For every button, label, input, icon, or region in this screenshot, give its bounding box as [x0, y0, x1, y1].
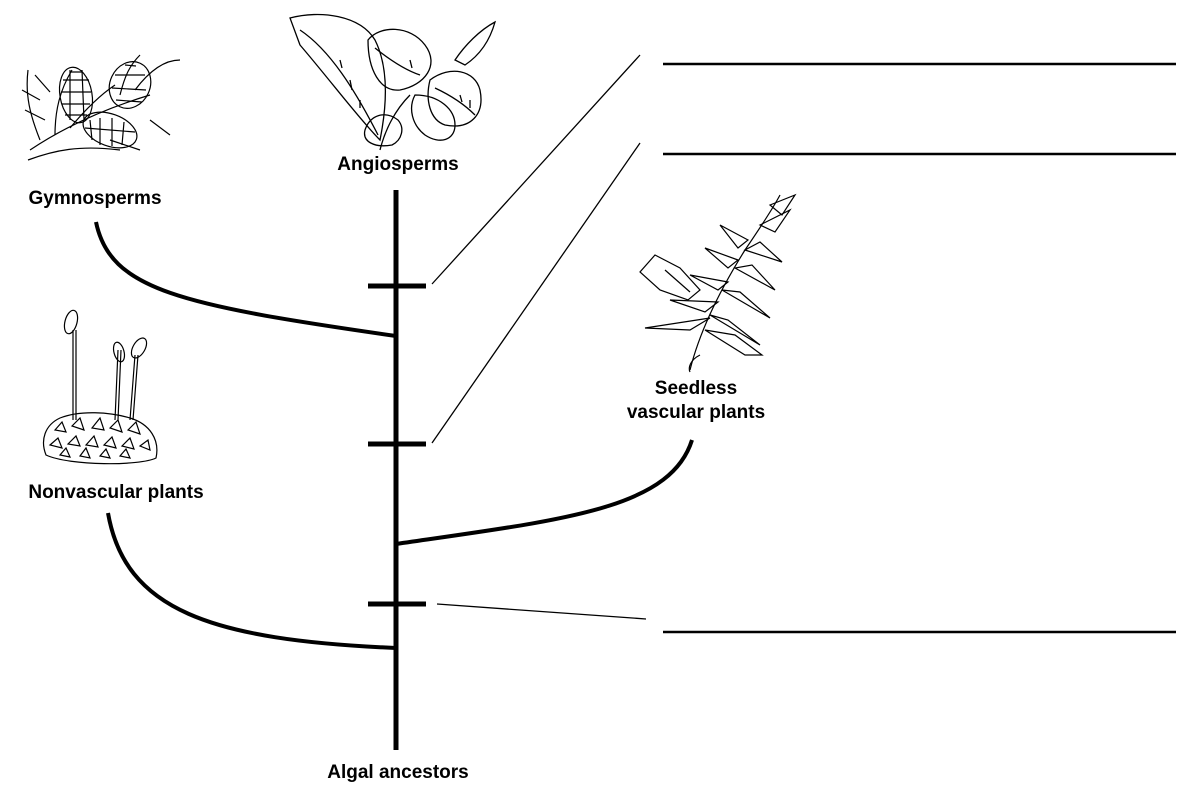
pine-cone-icon [22, 55, 180, 160]
branch-seedless-vascular [396, 440, 692, 544]
fern-frond-icon [640, 195, 795, 372]
label-seedless-line1: Seedless [596, 378, 796, 400]
leafy-plant-icon [290, 14, 495, 150]
label-gymnosperms: Gymnosperms [5, 188, 185, 210]
label-seedless-line2: vascular plants [596, 402, 796, 424]
label-nonvascular: Nonvascular plants [0, 482, 232, 504]
branch-gymnosperms [96, 222, 396, 336]
label-angiosperms: Angiosperms [318, 154, 478, 176]
leader-line-3 [437, 604, 646, 619]
moss-icon [44, 309, 157, 464]
label-algal-ancestors: Algal ancestors [298, 762, 498, 784]
branch-nonvascular [108, 513, 396, 648]
